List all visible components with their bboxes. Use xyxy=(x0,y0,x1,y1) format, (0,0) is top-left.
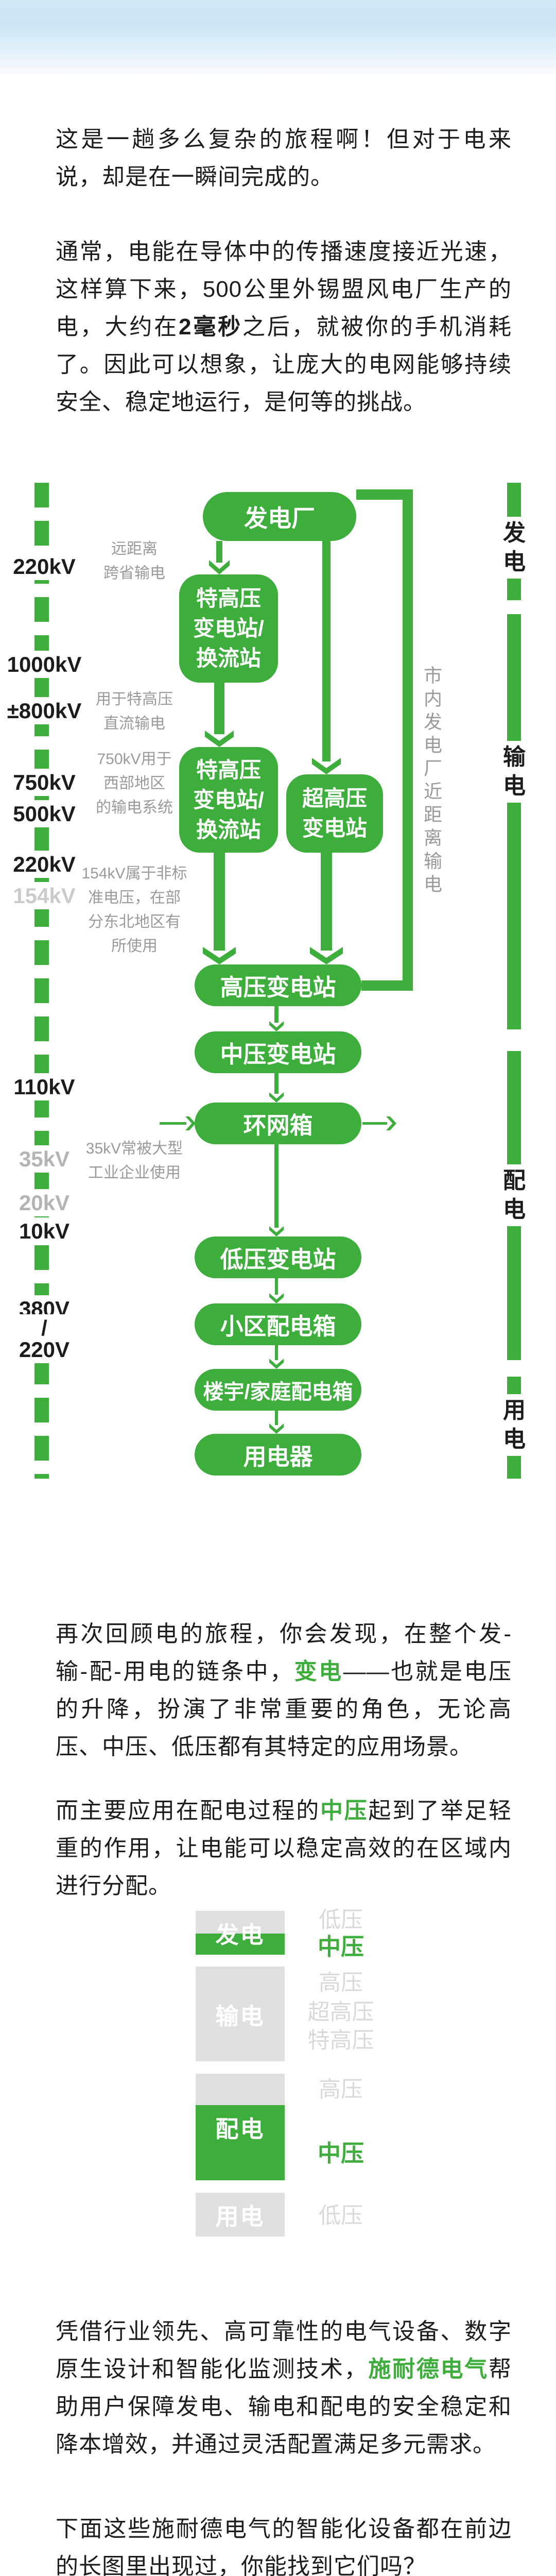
flow-box-power-plant: 发电厂 xyxy=(203,492,356,541)
voltage-label-10kv: 10kV xyxy=(0,1217,89,1245)
flow-box-uhv-substation-2: 特高压 变电站/ 换流站 xyxy=(179,747,278,853)
flow-box-building-home-distribution-box: 楼宇/家庭配电箱 xyxy=(195,1369,361,1411)
summary-block-label: 配电 xyxy=(215,2116,265,2142)
block-segment-gray xyxy=(196,2193,285,2236)
voltage-label-1000kv: 1000kV xyxy=(0,651,89,679)
voltage-label-110kv: 110kV xyxy=(0,1073,89,1101)
voltage-label-220kv-top: 220kV xyxy=(0,553,89,581)
connector-plant-to-ehv xyxy=(322,541,331,761)
hero-gradient xyxy=(0,0,556,80)
stage-label-distribution: 配电 xyxy=(500,1164,528,1226)
flow-box-ehv-substation: 超高压 变电站 xyxy=(286,774,383,853)
voltage-label-500kv: 500kV xyxy=(0,800,89,828)
connector-mv-to-ringbox xyxy=(274,1073,279,1094)
arrow-down-icon xyxy=(269,1423,284,1434)
voltage-tag-hv-distribution: 高压 xyxy=(319,2077,363,2102)
voltage-label-220kv-mid: 220kV xyxy=(0,851,89,878)
connector-plant-to-uhv1 xyxy=(216,541,222,563)
paragraph-find-devices: 下面这些施耐德电气的智能化设备都在前边的长图里出现过，你能找到它们吗？ xyxy=(56,2516,512,2576)
block-segment-gray xyxy=(196,2074,285,2105)
block-segment-green xyxy=(196,1934,285,1955)
connector-building-to-appliance xyxy=(275,1411,278,1425)
voltage-tag-lv-generation: 低压 xyxy=(319,1908,363,1933)
voltage-label-20kv: 20kV xyxy=(0,1189,89,1217)
connector-city-path-top xyxy=(356,489,413,500)
stage-rail-segment xyxy=(507,1051,521,1165)
flow-box-uhv-substation-1: 特高压 变电站/ 换流站 xyxy=(179,574,278,683)
arrow-down-icon xyxy=(269,1092,284,1103)
stage-rail-segment xyxy=(507,1225,521,1360)
annotation-154kv-nonstandard: 154kV属于非标 准电压，在部 分东北地区有 所使用 xyxy=(81,865,187,955)
stage-rail-segment xyxy=(507,577,521,600)
paragraph-review: 再次回顾电的旅程，你会发现，在整个发-输-配-用电的链条中，变电——也就是电压的… xyxy=(56,1621,512,1759)
voltage-tag-ehv-transmission: 超高压 xyxy=(307,2000,374,2025)
arrow-right-icon xyxy=(185,1116,196,1130)
summary-block-label: 用电 xyxy=(215,2204,265,2230)
connector-hv-to-mv xyxy=(274,1006,279,1023)
ringbox-inflow-line xyxy=(160,1122,186,1125)
voltage-label-750kv: 750kV xyxy=(0,769,89,796)
voltage-tag-lv-consumption: 低压 xyxy=(319,2204,363,2228)
voltage-tag-mv-generation: 中压 xyxy=(317,1934,364,1960)
connector-city-path-entry xyxy=(361,980,413,991)
block-segment-gray xyxy=(196,1911,285,1934)
voltage-label-220v: 220V xyxy=(0,1336,89,1364)
ringbox-outflow-line xyxy=(362,1122,387,1125)
connector-ringbox-to-lv xyxy=(274,1144,279,1228)
voltage-label-154kv: 154kV xyxy=(0,882,89,910)
connector-community-to-building xyxy=(275,1345,278,1360)
block-segment-gray xyxy=(196,1967,285,2061)
connector-lv-to-community xyxy=(275,1278,278,1295)
stage-label-consumption: 用电 xyxy=(500,1394,528,1456)
summary-block-distribution: 配电 xyxy=(196,2074,285,2180)
annotation-uhv-dc: 用于特高压 直流输电 xyxy=(96,691,173,732)
stage-rail-segment xyxy=(507,1454,521,1479)
summary-block-generation: 发电 xyxy=(196,1911,285,1955)
voltage-tag-mv-distribution: 中压 xyxy=(317,2140,364,2166)
annotation-750kv-west: 750kV用于 西部地区 的输电系统 xyxy=(96,751,173,816)
voltage-tag-uhv-transmission: 特高压 xyxy=(307,2028,374,2053)
flow-box-lv-substation: 低压变电站 xyxy=(195,1236,361,1278)
connector-uhv1-to-uhv2 xyxy=(214,683,224,734)
summary-block-label: 发电 xyxy=(215,1922,265,1948)
flow-box-ring-main-unit: 环网箱 xyxy=(195,1103,361,1144)
annotation-long-distance: 远距离 跨省输电 xyxy=(103,540,165,582)
stage-rail-segment xyxy=(507,801,521,1029)
paragraph-journey: 这是一趟多么复杂的旅程啊！但对于电来说，却是在一瞬间完成的。 xyxy=(56,127,512,190)
annotation-35kv-industry: 35kV常被大型 工业企业使用 xyxy=(85,1140,183,1181)
flow-box-community-distribution-box: 小区配电箱 xyxy=(195,1303,361,1345)
paragraph-speed: 通常，电能在导体中的传播速度接近光速，这样算下来，500公里外锡盟风电厂生产的电… xyxy=(56,239,512,415)
stage-rail-segment xyxy=(507,483,521,518)
connector-city-path-vertical xyxy=(403,489,413,991)
connector-ehv-to-hv xyxy=(321,853,332,951)
summary-block-transmission: 输电 xyxy=(196,1967,285,2061)
voltage-label-800kv: ±800kV xyxy=(0,697,89,725)
arrow-down-icon xyxy=(269,1226,284,1236)
arrow-down-icon xyxy=(269,1293,284,1303)
stage-label-transmission: 输电 xyxy=(500,741,528,803)
paragraph-mv-role: 而主要应用在配电过程的中压起到了举足轻重的作用，让电能可以稳定高效的在区域内进行… xyxy=(56,1798,512,1899)
stage-rail-segment xyxy=(507,1377,521,1395)
arrow-down-icon xyxy=(269,1021,284,1031)
stage-label-generation: 发电 xyxy=(500,517,528,579)
flow-box-hv-substation: 高压变电站 xyxy=(195,964,361,1006)
stage-rail-segment xyxy=(507,614,521,742)
voltage-tag-hv-transmission: 高压 xyxy=(319,1971,363,1995)
block-segment-green xyxy=(196,2105,285,2180)
summary-block-consumption: 用电 xyxy=(196,2193,285,2236)
connector-uhv2-to-hv xyxy=(214,853,225,951)
annotation-city-plant-short-distance: 市内发电厂近距离输电 xyxy=(421,666,442,897)
arrow-right-icon xyxy=(386,1116,396,1130)
arrow-down-icon xyxy=(269,1359,284,1369)
summary-block-label: 输电 xyxy=(215,2003,265,2029)
flow-box-mv-substation: 中压变电站 xyxy=(195,1031,361,1073)
paragraph-schneider: 凭借行业领先、高可靠性的电气设备、数字原生设计和智能化监测技术，施耐德电气帮助用… xyxy=(56,2319,512,2457)
voltage-label-35kv: 35kV xyxy=(0,1145,89,1173)
flow-box-appliance: 用电器 xyxy=(195,1434,361,1476)
